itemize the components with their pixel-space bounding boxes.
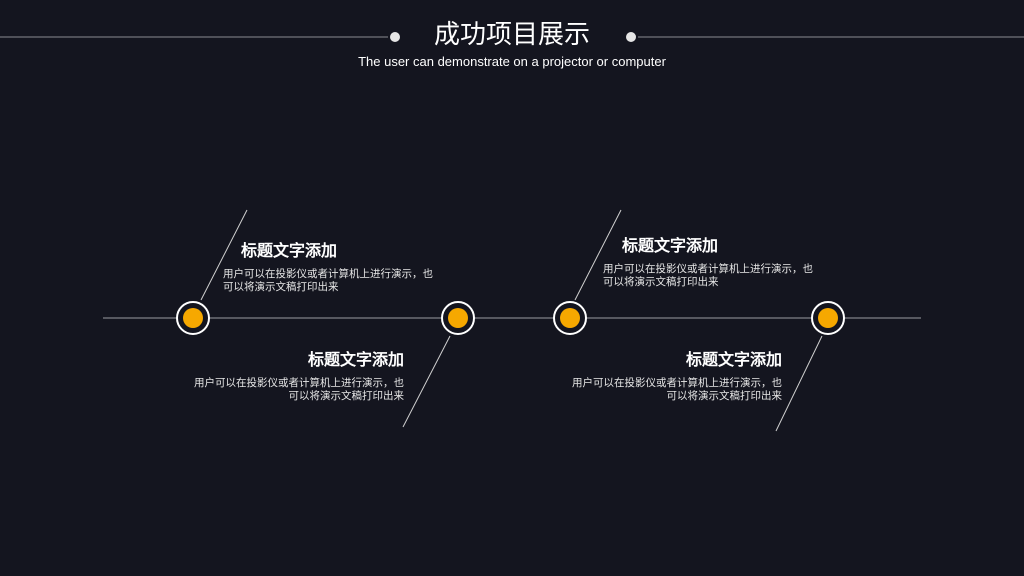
header-dot-right bbox=[626, 32, 636, 42]
node-dot bbox=[183, 308, 203, 328]
node-dot bbox=[818, 308, 838, 328]
page-subtitle: The user can demonstrate on a projector … bbox=[358, 54, 666, 69]
connector-4 bbox=[775, 335, 823, 432]
card-desc: 用户可以在投影仪或者计算机上进行演示，也 可以将演示文稿打印出来 bbox=[223, 268, 433, 293]
card-desc: 用户可以在投影仪或者计算机上进行演示，也 可以将演示文稿打印出来 bbox=[603, 263, 813, 288]
card-desc: 用户可以在投影仪或者计算机上进行演示，也 可以将演示文稿打印出来 bbox=[572, 377, 782, 402]
card-4: 标题文字添加 用户可以在投影仪或者计算机上进行演示，也 可以将演示文稿打印出来 bbox=[563, 350, 782, 403]
timeline-node-1 bbox=[176, 301, 210, 335]
node-dot bbox=[448, 308, 468, 328]
card-title: 标题文字添加 bbox=[622, 236, 719, 255]
card-desc: 用户可以在投影仪或者计算机上进行演示，也 可以将演示文稿打印出来 bbox=[194, 377, 404, 402]
node-dot bbox=[560, 308, 580, 328]
page-title: 成功项目展示 bbox=[433, 20, 590, 50]
card-2: 标题文字添加 用户可以在投影仪或者计算机上进行演示，也 可以将演示文稿打印出来 bbox=[185, 350, 404, 403]
connector-3 bbox=[574, 209, 622, 301]
connector-2 bbox=[402, 335, 451, 428]
card-title: 标题文字添加 bbox=[307, 350, 404, 369]
card-3: 标题文字添加 用户可以在投影仪或者计算机上进行演示，也 可以将演示文稿打印出来 bbox=[603, 236, 813, 289]
timeline-node-2 bbox=[441, 301, 475, 335]
header-dot-left bbox=[390, 32, 400, 42]
connector-1 bbox=[200, 209, 248, 301]
timeline-node-4 bbox=[811, 301, 845, 335]
timeline-node-3 bbox=[553, 301, 587, 335]
card-1: 标题文字添加 用户可以在投影仪或者计算机上进行演示，也 可以将演示文稿打印出来 bbox=[223, 241, 433, 294]
card-title: 标题文字添加 bbox=[241, 241, 338, 260]
card-title: 标题文字添加 bbox=[685, 350, 782, 369]
